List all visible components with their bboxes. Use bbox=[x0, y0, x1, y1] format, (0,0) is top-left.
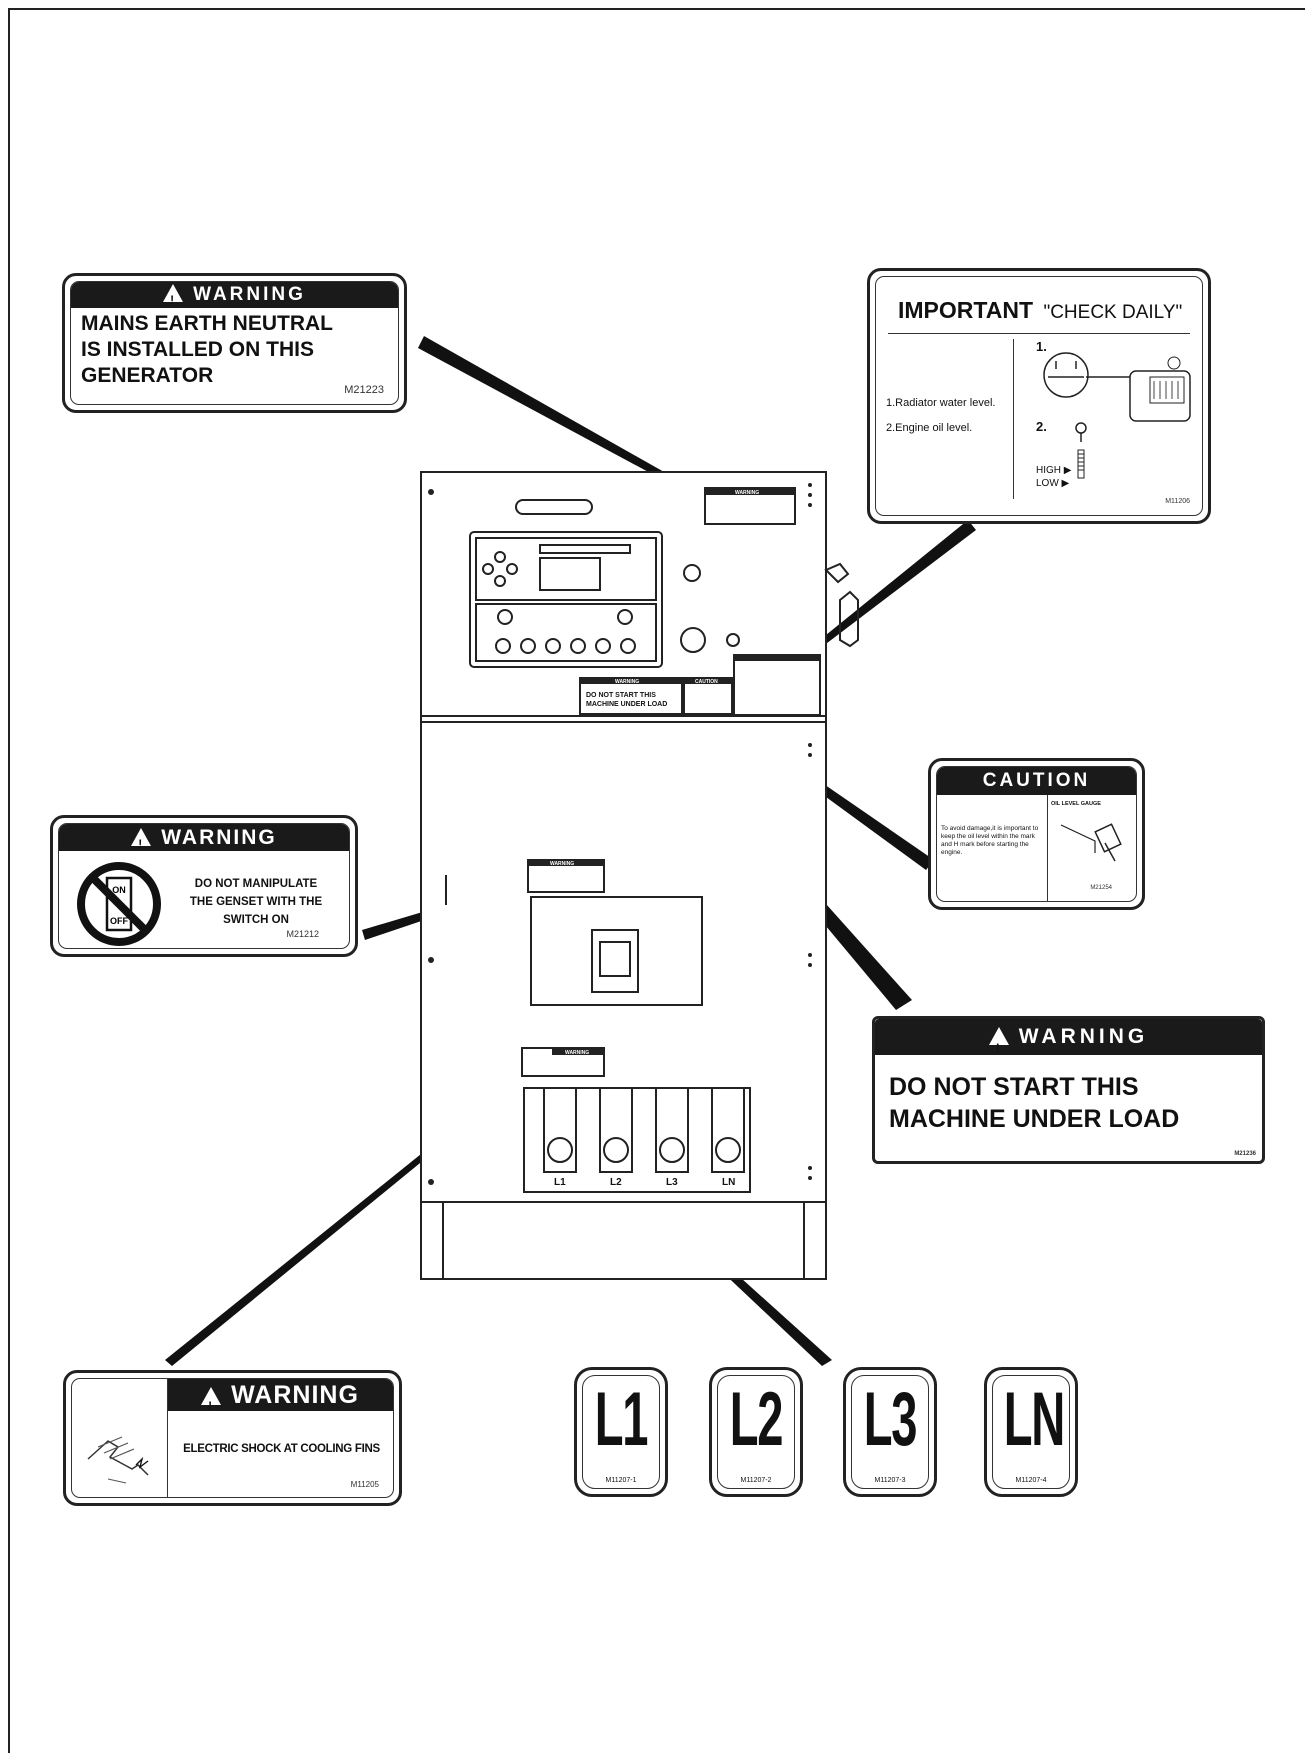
phase-l2-code: M11207-2 bbox=[740, 1477, 772, 1484]
important-rule bbox=[888, 333, 1190, 334]
phase-ln-text: LN bbox=[1003, 1377, 1066, 1462]
mini-terminal-l1: L1 bbox=[554, 1177, 566, 1188]
oil-gauge-icon bbox=[1060, 823, 1122, 862]
phase-label-ln: LN M11207-4 bbox=[984, 1367, 1078, 1497]
important-item1: 1.Radiator water level. bbox=[886, 397, 996, 409]
warning-load-line1: DO NOT START THIS bbox=[889, 1073, 1139, 1101]
phase-label-l3: L3 M11207-3 bbox=[843, 1367, 937, 1497]
caution-code: M21254 bbox=[1090, 885, 1112, 891]
switch-off-label: OFF bbox=[110, 916, 128, 926]
phase-l2-text: L2 bbox=[729, 1377, 784, 1462]
warning-earth-header: WARNING bbox=[71, 282, 398, 313]
important-low: LOW ▶ bbox=[1036, 478, 1070, 489]
warning-earth-line2: IS INSTALLED ON THIS bbox=[81, 338, 314, 361]
warning-switch-line3: SWITCH ON bbox=[223, 914, 289, 926]
dipstick-icon bbox=[1075, 422, 1087, 479]
phase-l1-text: L1 bbox=[594, 1377, 649, 1462]
mini-terminal-ln: LN bbox=[722, 1177, 735, 1188]
important-title: IMPORTANT bbox=[898, 297, 1034, 323]
warning-shock-header: WARNING bbox=[167, 1379, 393, 1422]
leader-important bbox=[805, 520, 976, 656]
cabinet bbox=[420, 471, 859, 1280]
mini-caution: CAUTION bbox=[695, 679, 718, 685]
warning-shock-text: ELECTRIC SHOCK AT COOLING FINS bbox=[183, 1443, 380, 1455]
decal-warning-load: WARNING DO NOT START THIS MACHINE UNDER … bbox=[872, 1016, 1265, 1164]
caution-body: To avoid damage,it is important to keep … bbox=[941, 825, 1039, 856]
mini-load-line1: DO NOT START THIS bbox=[586, 692, 656, 699]
phase-l1-code: M11207-1 bbox=[605, 1477, 637, 1484]
caution-gauge-label: OIL LEVEL GAUGE bbox=[1051, 801, 1101, 807]
mini-load-line2: MACHINE UNDER LOAD bbox=[586, 701, 667, 708]
warning-switch-line1: DO NOT MANIPULATE bbox=[194, 878, 318, 890]
warning-load-line2: MACHINE UNDER LOAD bbox=[889, 1105, 1180, 1133]
switch-on-label: ON bbox=[112, 885, 126, 895]
warning-earth-text: MAINS EARTH NEUTRAL IS INSTALLED ON THIS… bbox=[71, 308, 398, 392]
warning-shock-code: M11205 bbox=[350, 1480, 379, 1489]
leader-earth bbox=[418, 336, 710, 503]
warning-earth-line3: GENERATOR bbox=[81, 364, 214, 387]
important-item2: 2.Engine oil level. bbox=[886, 422, 973, 434]
radiator-icon bbox=[1043, 352, 1191, 422]
mini-warning-switch: WARNING bbox=[550, 861, 574, 867]
warning-load-header: WARNING bbox=[875, 1019, 1262, 1066]
caution-divider bbox=[1047, 795, 1048, 901]
important-divider bbox=[1013, 339, 1014, 499]
warning-load-code: M21236 bbox=[1234, 1151, 1256, 1157]
warning-triangle-icon bbox=[201, 1387, 222, 1422]
warning-switch-line2: THE GENSET WITH THE bbox=[189, 896, 323, 908]
warning-earth-line1: MAINS EARTH NEUTRAL bbox=[81, 312, 333, 335]
warning-load-text: DO NOT START THIS MACHINE UNDER LOAD bbox=[875, 1055, 1262, 1135]
warning-switch-header: WARNING bbox=[59, 824, 349, 858]
important-step2: 2. bbox=[1036, 419, 1047, 434]
shock-hand-icon bbox=[87, 1436, 149, 1484]
important-step1: 1. bbox=[1036, 339, 1047, 354]
warning-triangle-icon bbox=[163, 284, 184, 313]
decal-warning-earth-neutral: WARNING MAINS EARTH NEUTRAL IS INSTALLED… bbox=[62, 273, 407, 413]
decal-important-check-daily: IMPORTANT "CHECK DAILY" 1.Radiator water… bbox=[867, 268, 1211, 524]
phase-l3-text: L3 bbox=[863, 1377, 918, 1462]
mini-terminal-l2: L2 bbox=[610, 1177, 622, 1188]
no-switch-icon: ON OFF bbox=[77, 862, 161, 946]
warning-triangle-icon bbox=[988, 1027, 1009, 1066]
mini-terminal-l3: L3 bbox=[666, 1177, 678, 1188]
decal-warning-shock: WARNING ELECTRIC SHOCK AT COOLING FINS M… bbox=[63, 1370, 402, 1506]
warning-switch-code: M21212 bbox=[286, 929, 319, 939]
phase-label-l2: L2 M11207-2 bbox=[709, 1367, 803, 1497]
mini-warning-load: WARNING bbox=[615, 679, 639, 685]
decal-caution-oil: CAUTION To avoid damage,it is important … bbox=[928, 758, 1145, 910]
important-subtitle: "CHECK DAILY" bbox=[1043, 302, 1183, 323]
phase-l3-code: M11207-3 bbox=[874, 1477, 906, 1484]
phase-label-l1: L1 M11207-1 bbox=[574, 1367, 668, 1497]
warning-shock-divider bbox=[167, 1379, 168, 1497]
page-frame bbox=[8, 8, 1305, 1753]
decal-warning-switch: WARNING ON OFF DO NOT MANIPULATE THE GEN… bbox=[50, 815, 358, 957]
mini-warning-shock: WARNING bbox=[565, 1050, 589, 1056]
important-code: M11206 bbox=[1165, 498, 1190, 505]
warning-switch-text: DO NOT MANIPULATE THE GENSET WITH THE SW… bbox=[169, 875, 343, 929]
important-heading: IMPORTANT "CHECK DAILY" bbox=[898, 297, 1182, 324]
warning-earth-code: M21223 bbox=[344, 384, 384, 396]
important-high: HIGH ▶ bbox=[1036, 465, 1072, 476]
caution-header: CAUTION bbox=[937, 767, 1136, 795]
mini-warning-earth: WARNING bbox=[735, 490, 759, 496]
phase-ln-code: M11207-4 bbox=[1015, 1477, 1047, 1484]
warning-triangle-icon bbox=[131, 828, 152, 858]
